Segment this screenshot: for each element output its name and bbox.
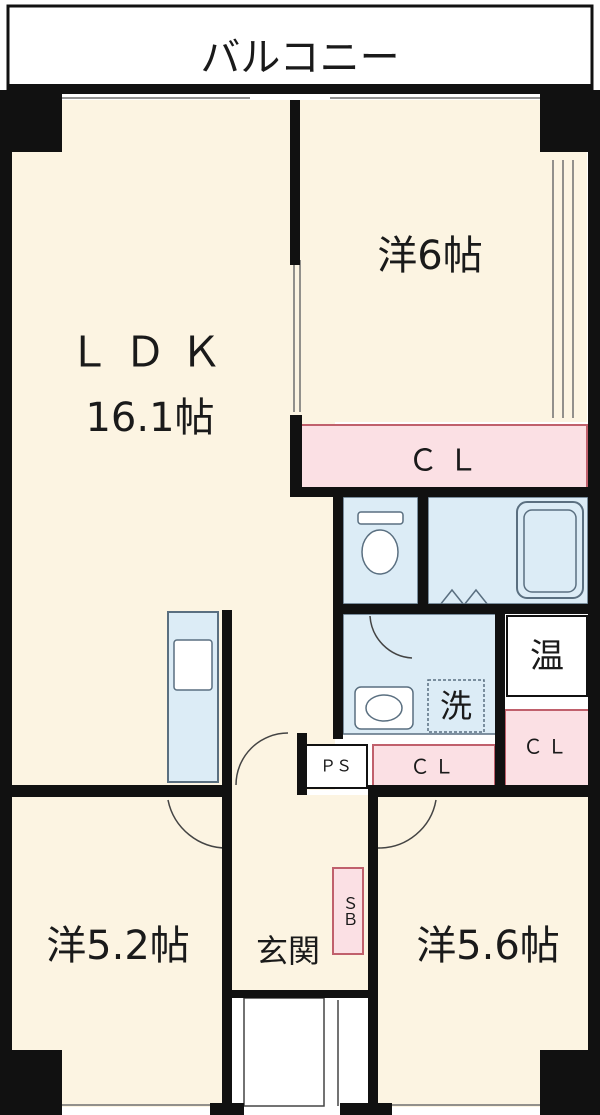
kitchen-sink: [173, 639, 213, 691]
kitchen-counter: [167, 611, 219, 783]
closet-hall-label: ＣＬ: [410, 755, 458, 779]
western-sw-label: 洋5.2帖: [46, 923, 190, 969]
ldk-size-label: 16.1帖: [85, 395, 214, 441]
washer-space: [427, 679, 485, 733]
door-swing-se: [377, 799, 437, 849]
balcony-label: バルコニー: [200, 35, 399, 81]
ldk-label: ＬＤＫ: [68, 328, 236, 377]
western-north-label: 洋6帖: [377, 233, 482, 279]
closet-hall-area: [372, 744, 496, 789]
toilet-bowl: [361, 529, 399, 575]
pipe-space-label: ＰＳ: [320, 757, 352, 776]
hall-floor: [232, 730, 302, 795]
shoe-box-label: ＳＢ: [340, 895, 359, 927]
bathtub: [516, 501, 584, 599]
balcony-area: [6, 4, 594, 94]
shoe-box-area: [332, 867, 364, 955]
toilet-tank: [357, 511, 404, 525]
closet-north-area: [299, 424, 588, 490]
water-heater-label: 温: [530, 637, 564, 677]
entrance-label: 玄関: [256, 932, 320, 970]
walls: [0, 90, 600, 1115]
western-north-floor: [297, 100, 587, 422]
door-swing-sw: [167, 799, 229, 849]
western-se-label: 洋5.6帖: [416, 923, 560, 969]
water-heater-box: [506, 615, 588, 697]
washer-label: 洗: [440, 687, 472, 725]
closet-north-label: ＣＬ: [408, 444, 488, 479]
windows: [60, 97, 574, 1106]
closet-east-label: ＣＬ: [523, 735, 571, 759]
door-swing-washroom: [369, 615, 413, 659]
sink: [354, 686, 414, 730]
door-swing-ldk: [235, 732, 289, 786]
closet-east-area: [504, 709, 590, 793]
